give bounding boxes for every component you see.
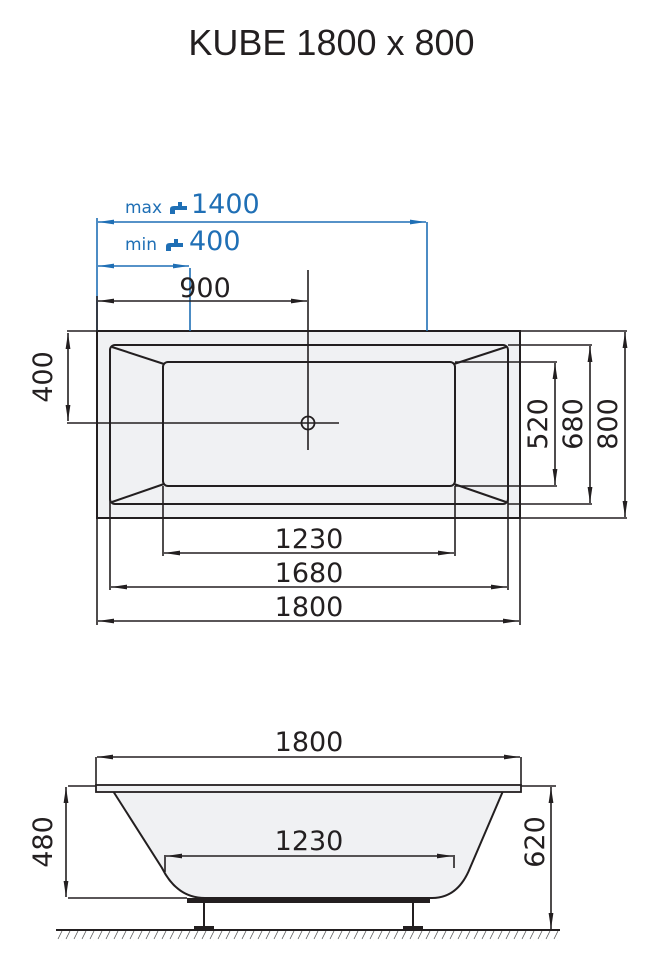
depth-value: 480 — [28, 816, 59, 868]
outer-width-value: 1800 — [275, 592, 344, 623]
inner-width-value: 1680 — [275, 558, 344, 589]
drain-offset-value: 900 — [179, 273, 231, 304]
inner-height-value: 680 — [558, 398, 589, 450]
max-faucet-value: 1400 — [191, 189, 260, 220]
side-bottom-value: 1230 — [275, 826, 344, 857]
total-height-value: 620 — [520, 816, 551, 868]
outer-height-value: 800 — [593, 398, 624, 450]
min-faucet-value: 400 — [189, 226, 241, 257]
tub-rim — [95, 784, 522, 793]
side-view: 1800 1230 480 620 — [28, 727, 560, 941]
floor-hatch — [56, 931, 560, 941]
min-label: min — [125, 235, 157, 255]
bottom-width-value: 1230 — [275, 524, 344, 555]
drain-depth-value: 400 — [28, 351, 59, 403]
drain-icon — [300, 415, 316, 431]
bottom-height-value: 520 — [523, 398, 554, 450]
faucet-icon — [170, 202, 187, 214]
faucet-icon — [166, 239, 183, 251]
max-label: max — [125, 198, 162, 218]
top-view: max 1400 min 400 900 400 1230 1680 1800 — [28, 189, 628, 625]
base-plate — [187, 898, 430, 903]
basin-bottom — [162, 361, 456, 487]
tub-body — [111, 790, 505, 899]
side-length-value: 1800 — [275, 727, 344, 758]
page-title: KUBE 1800 x 800 — [188, 22, 475, 63]
